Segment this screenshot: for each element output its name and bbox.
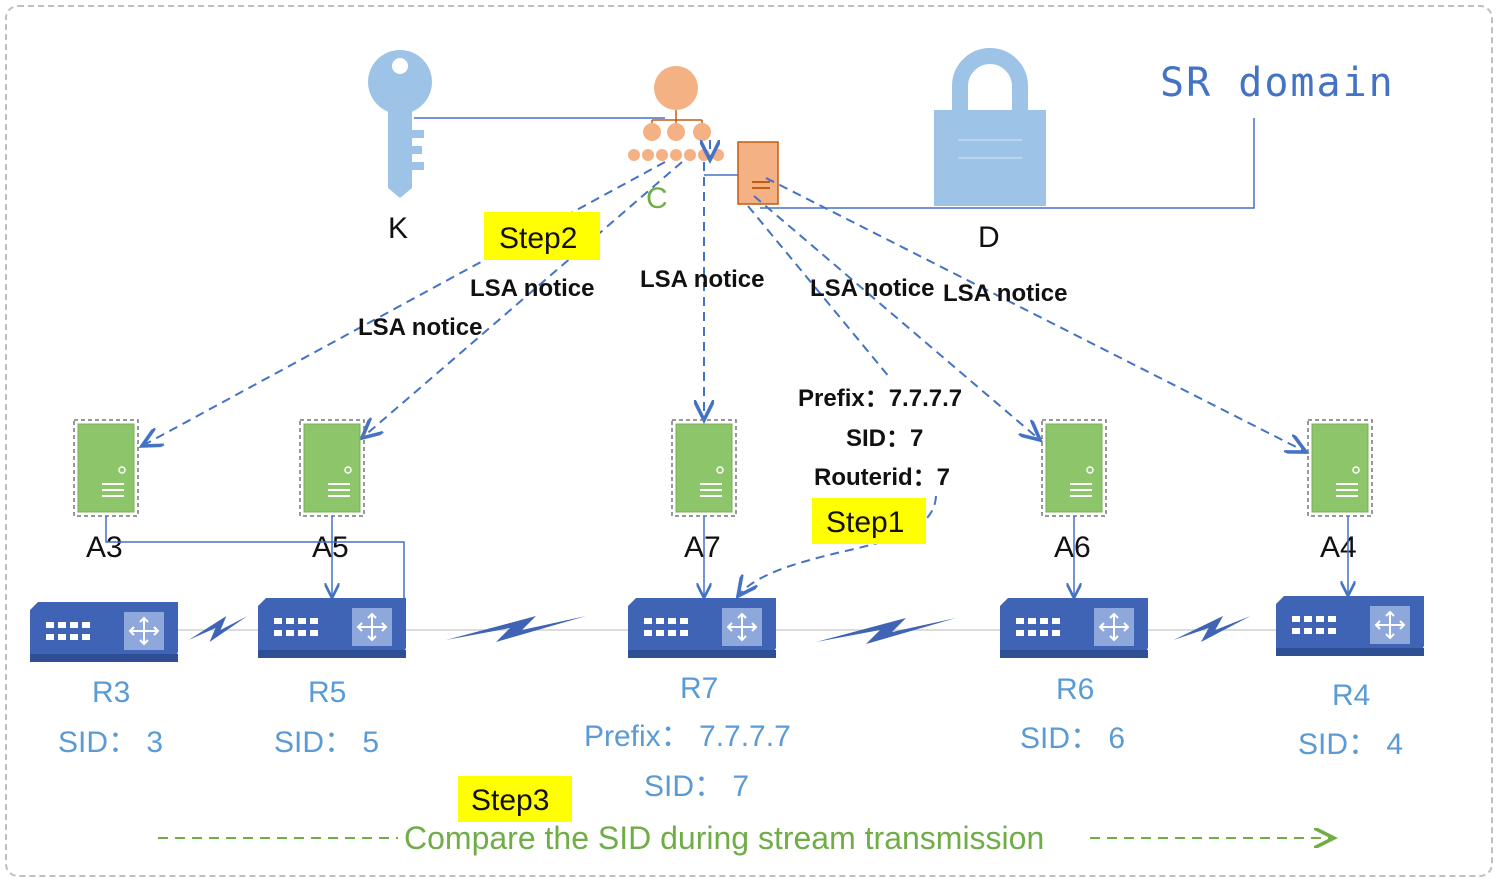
router-r5 xyxy=(257,597,407,659)
lock-label: D xyxy=(978,221,1000,254)
agent-label: A3 xyxy=(86,531,123,564)
lsa-notice-label: LSA notice xyxy=(640,266,764,293)
step1-label: Step1 xyxy=(826,506,904,539)
domain-border xyxy=(5,5,1493,877)
step1-sid: SID：7 xyxy=(846,425,923,452)
step2-highlight xyxy=(484,212,600,260)
link-bolt xyxy=(1173,616,1251,642)
lsa-notice-label: LSA notice xyxy=(358,314,482,341)
lsa-notice-label: LSA notice xyxy=(810,275,934,302)
router-sid: SID： 6 xyxy=(1020,722,1125,755)
agent-a3 xyxy=(73,419,139,517)
controller-label: C xyxy=(646,182,668,215)
sr-domain-label: SR domain xyxy=(1160,60,1395,106)
step1-highlight xyxy=(812,498,926,544)
router-prefix: Prefix： 7.7.7.7 xyxy=(584,720,791,753)
step3-highlight xyxy=(458,776,572,822)
router-label: R6 xyxy=(1056,673,1094,706)
lock-icon xyxy=(934,48,1046,206)
step3-label: Step3 xyxy=(471,784,549,817)
router-r6 xyxy=(999,597,1149,659)
router-r4 xyxy=(1275,595,1425,657)
agent-label: A7 xyxy=(684,531,721,564)
router-r3 xyxy=(29,601,179,663)
link-bolt xyxy=(816,618,956,644)
router-label: R7 xyxy=(680,672,718,705)
agent-router-links xyxy=(105,516,1348,600)
agent-label: A5 xyxy=(312,531,349,564)
router-label: R5 xyxy=(308,676,346,709)
router-sid: SID： 5 xyxy=(274,726,379,759)
link-bolt xyxy=(446,616,586,642)
key-icon xyxy=(368,50,432,198)
lsa-notice-label: LSA notice xyxy=(943,280,1067,307)
link-bolt xyxy=(188,616,248,642)
router-label: R4 xyxy=(1332,679,1370,712)
step1-prefix: Prefix：7.7.7.7 xyxy=(798,385,962,412)
agent-a5 xyxy=(299,419,365,517)
router-sid: SID： 7 xyxy=(644,770,749,803)
compare-text: Compare the SID during stream transmissi… xyxy=(404,820,1044,856)
agent-a6 xyxy=(1041,419,1107,517)
router-r7 xyxy=(627,597,777,659)
lsa-notice-label: LSA notice xyxy=(470,275,594,302)
step1-routerid: Routerid：7 xyxy=(814,464,950,491)
key-label: K xyxy=(388,212,408,245)
router-sid: SID： 3 xyxy=(58,726,163,759)
server-icon xyxy=(704,141,779,205)
step2-label: Step2 xyxy=(499,222,577,255)
agent-label: A4 xyxy=(1320,531,1357,564)
router-sid: SID： 4 xyxy=(1298,728,1403,761)
agent-a4 xyxy=(1307,419,1373,517)
router-label: R3 xyxy=(92,676,130,709)
agent-label: A6 xyxy=(1054,531,1091,564)
agent-a7 xyxy=(671,419,737,517)
